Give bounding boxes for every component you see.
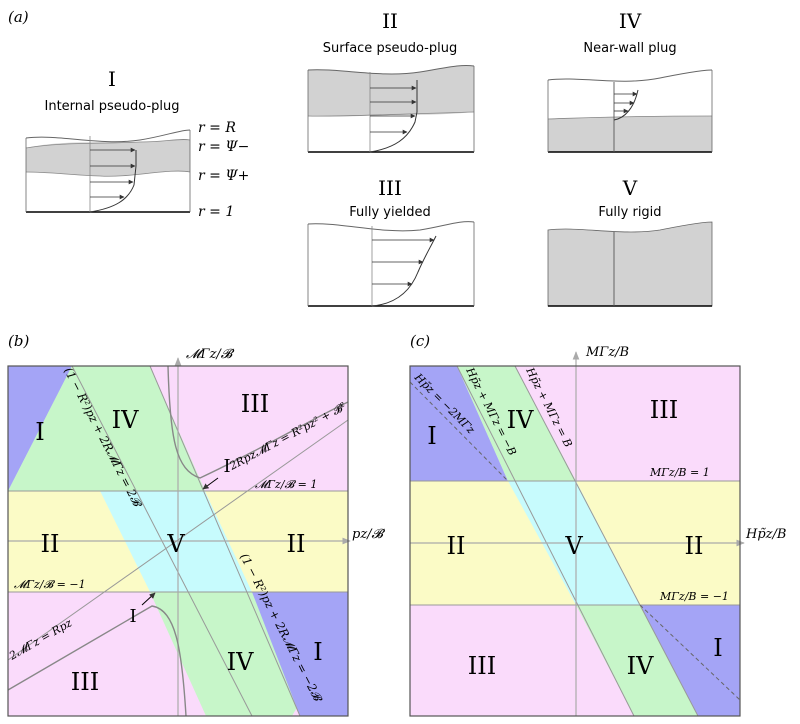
- b-label-h-lower: 𝓜Γz/𝓑 = −1: [14, 578, 86, 591]
- regime-IV-sketch: IV Near-wall plug: [547, 9, 713, 153]
- c-label-I-topleft: I: [427, 422, 436, 450]
- level-psi-minus: r = Ψ−: [198, 139, 249, 155]
- b-label-III-top: III: [241, 390, 269, 418]
- c-label-II-right: II: [685, 532, 704, 560]
- b-label-h-upper: 𝓜Γz/𝓑 = 1: [255, 478, 317, 491]
- regime-II-sketch: II Surface pseudo-plug: [307, 9, 475, 153]
- panel-c-plot: I IV III II V II III IV I MΓz/B Hp̃z/B H…: [409, 345, 786, 717]
- b-label-II-left: II: [41, 530, 60, 558]
- panel-c-label: (c): [410, 332, 430, 350]
- regime-I-name: Internal pseudo-plug: [45, 99, 180, 114]
- panel-b-plot: I IV III I II V II I III IV I 𝓜Γz/𝓑 pz/𝓑…: [6, 347, 386, 717]
- regime-III-numeral: III: [378, 176, 402, 200]
- b-label-III-bottom: III: [71, 668, 99, 696]
- b-region-I-bottomright: [252, 592, 348, 716]
- level-R: r = R: [198, 120, 236, 136]
- c-label-V: V: [564, 532, 583, 560]
- regime-II-numeral: II: [382, 9, 398, 33]
- c-label-I-bottomright: I: [713, 634, 722, 662]
- regime-IV-name: Near-wall plug: [583, 41, 676, 56]
- panel-b-label: (b): [8, 332, 29, 350]
- regime-V-numeral: V: [622, 176, 638, 200]
- b-label-IV-bottom: IV: [227, 648, 254, 676]
- c-label-II-left: II: [447, 532, 466, 560]
- c-region-IV-top: [457, 366, 576, 481]
- b-label-I-bottomright: I: [313, 638, 322, 666]
- b-x-axis-label: pz/𝓑: [352, 527, 386, 542]
- level-one: r = 1: [198, 204, 234, 220]
- regime-I-sketch: I Internal pseudo-plug r = R r = Ψ− r = …: [25, 67, 249, 220]
- regime-III-name: Fully yielded: [349, 205, 430, 220]
- b-label-II-right: II: [287, 530, 306, 558]
- regime-V-sketch: V Fully rigid: [547, 176, 713, 307]
- c-x-axis-label: Hp̃z/B: [745, 527, 786, 542]
- regime-III-sketch: III Fully yielded: [307, 176, 475, 307]
- c-label-III-bottom: III: [468, 652, 496, 680]
- panel-a-label: (a): [8, 8, 29, 26]
- b-label-V: V: [166, 530, 185, 558]
- c-label-h-upper: MΓz/B = 1: [649, 466, 710, 479]
- regime-V-name: Fully rigid: [598, 205, 661, 220]
- b-label-IV-top: IV: [112, 406, 139, 434]
- level-psi-plus: r = Ψ+: [198, 168, 249, 184]
- b-label-I-topleft: I: [35, 418, 44, 446]
- c-region-IV-bottom: [576, 605, 698, 716]
- regime-II-name: Surface pseudo-plug: [323, 41, 457, 56]
- c-label-IV-top: IV: [507, 406, 534, 434]
- regime-IV-numeral: IV: [619, 9, 642, 33]
- c-label-IV-bottom: IV: [627, 652, 654, 680]
- c-label-h-lower: MΓz/B = −1: [659, 590, 729, 603]
- b-label-I-small-bottom: I: [129, 606, 136, 627]
- regime-I-numeral: I: [108, 67, 116, 91]
- b-y-axis-label: 𝓜Γz/𝓑: [186, 347, 235, 362]
- c-region-I-topleft: [410, 366, 508, 481]
- b-label-I-small-top: I: [223, 456, 230, 477]
- c-region-I-bottomright: [640, 605, 740, 716]
- c-label-III-top: III: [650, 396, 678, 424]
- c-y-axis-label: MΓz/B: [585, 345, 629, 360]
